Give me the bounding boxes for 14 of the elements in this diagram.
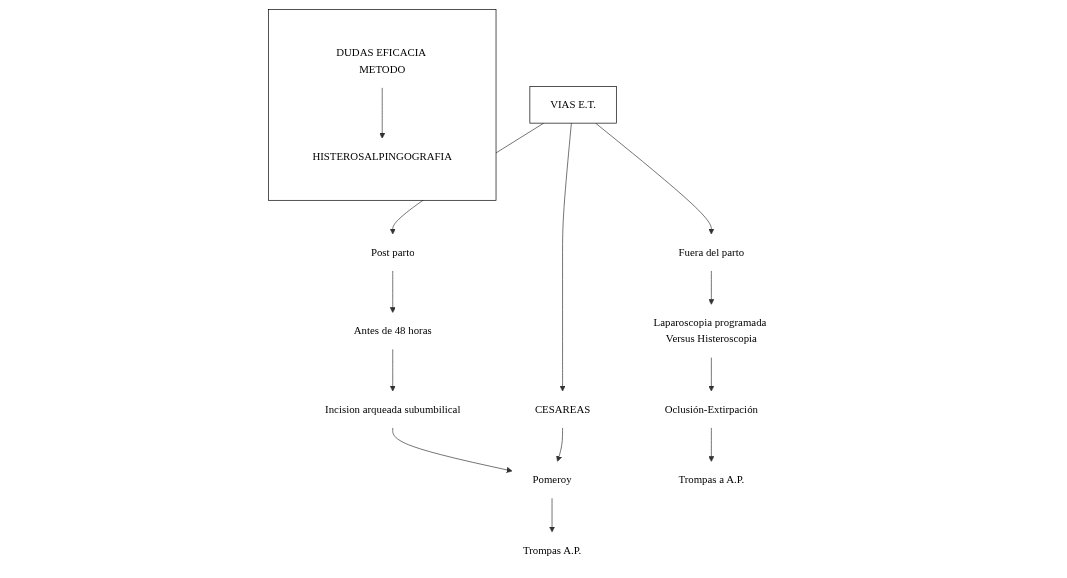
- node-text: Laparoscopia programada Versus Histeroscopia: [653, 316, 766, 345]
- node-text: Oclusión-Extirpación: [664, 403, 758, 415]
- node-text: CESAREAS: [534, 403, 590, 415]
- node-text: DUDAS EFICACIA METODO: [335, 46, 426, 75]
- node-text: Antes de 48 horas: [353, 324, 432, 337]
- cluster: [267, 9, 496, 201]
- node-text: Trompas a A.P.: [678, 473, 744, 486]
- node-text: Post parto: [370, 246, 415, 258]
- node-text: Trompas A.P.: [522, 544, 581, 556]
- node-text: Incision arqueada subumbilical: [324, 403, 461, 415]
- node-text: Fuera del parto: [678, 246, 744, 258]
- node-text: HISTEROSALPINGOGRAFIA: [312, 150, 452, 163]
- node-box: VIAS E.T.: [529, 86, 617, 124]
- node-text: Pomeroy: [532, 473, 572, 486]
